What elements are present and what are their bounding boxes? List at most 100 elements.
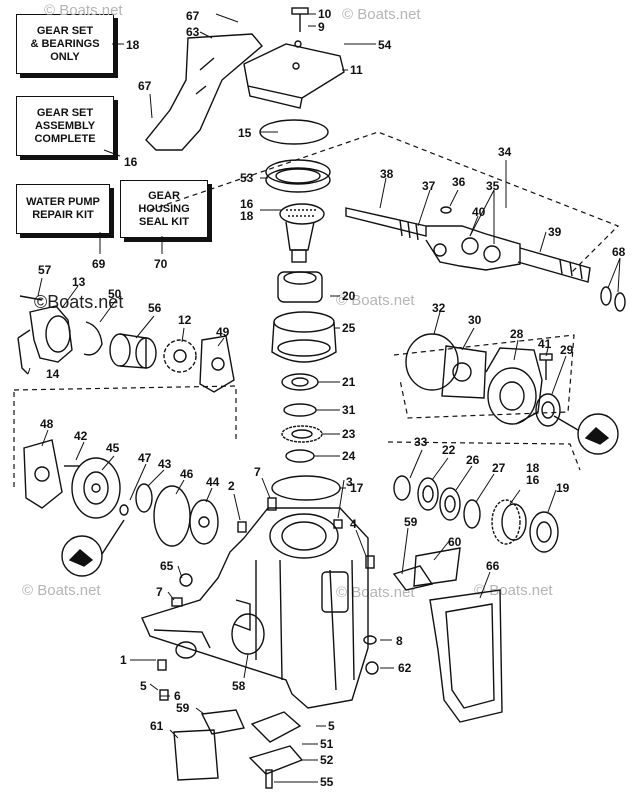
callout-54: 54 xyxy=(378,38,392,52)
washer-27 xyxy=(463,499,481,529)
group-outline xyxy=(13,131,620,490)
callout-38: 38 xyxy=(380,167,394,181)
impeller-cup-56 xyxy=(109,333,157,369)
watermark: © Boats.net xyxy=(22,582,101,599)
callout-17: 17 xyxy=(350,481,364,495)
bearing-19 xyxy=(529,511,559,553)
callout-6: 6 xyxy=(174,689,181,703)
watermark: © Boats.net xyxy=(44,2,123,19)
kit-box-gear-set-assembly[interactable]: GEAR SET ASSEMBLY COMPLETE xyxy=(16,96,114,156)
callout-55: 55 xyxy=(320,775,334,789)
key-14 xyxy=(17,329,31,375)
callout-16b: 16 xyxy=(526,473,540,487)
gasket-66 xyxy=(429,589,503,723)
callout-59: 59 xyxy=(404,515,418,529)
bearing-cup-53 xyxy=(265,159,331,193)
callout-44: 44 xyxy=(206,475,220,489)
watermark: © Boats.net xyxy=(474,582,553,599)
pump-housing-13 xyxy=(29,305,73,363)
callout-37: 37 xyxy=(422,179,436,193)
callout-8: 8 xyxy=(396,634,403,648)
callout-61: 61 xyxy=(150,719,164,733)
pump-body-45 xyxy=(71,457,121,519)
callout-62: 62 xyxy=(398,661,412,675)
propeller-shaft xyxy=(345,206,591,283)
callout-67b: 67 xyxy=(138,79,152,93)
callout-1: 1 xyxy=(120,653,127,667)
pinion-gear-16 xyxy=(279,203,325,263)
pin-7b xyxy=(171,597,183,607)
plate-60 xyxy=(413,547,461,587)
bolt-57 xyxy=(19,295,43,301)
seal-68a xyxy=(600,286,612,306)
plug-6 xyxy=(159,689,169,701)
callout-9: 9 xyxy=(318,20,325,34)
bearing-housing-25 xyxy=(271,311,337,363)
gear-housing-1 xyxy=(141,507,369,709)
callout-49: 49 xyxy=(216,325,230,339)
pin-8 xyxy=(363,635,377,645)
callout-51: 51 xyxy=(320,737,334,751)
callout-4: 4 xyxy=(350,517,357,531)
bearing-22 xyxy=(417,477,439,511)
callout-13: 13 xyxy=(72,275,86,289)
callout-24: 24 xyxy=(342,449,356,463)
kit-box-gear-set-bearings[interactable]: GEAR SET & BEARINGS ONLY xyxy=(16,14,114,74)
callout-33: 33 xyxy=(414,435,428,449)
callout-52: 52 xyxy=(320,753,334,767)
callout-26: 26 xyxy=(466,453,480,467)
bearing-carrier-28 xyxy=(485,347,543,425)
callout-31: 31 xyxy=(342,403,356,417)
plate-30 xyxy=(441,345,487,399)
callout-56: 56 xyxy=(148,301,162,315)
callout-leaders xyxy=(27,13,621,783)
callout-16: 16 xyxy=(240,197,254,211)
callout-39: 39 xyxy=(548,225,562,239)
forward-gear-18 xyxy=(491,499,527,545)
seal-29 xyxy=(535,393,561,427)
nut-65 xyxy=(179,573,193,587)
callout-66: 66 xyxy=(486,559,500,573)
callout-5b: 5 xyxy=(328,719,335,733)
callout-15: 15 xyxy=(238,126,252,140)
plate-44 xyxy=(189,499,219,545)
pin-2 xyxy=(237,521,247,533)
callout-45: 45 xyxy=(106,441,120,455)
pin-7a xyxy=(267,497,277,511)
callout-3: 3 xyxy=(346,475,353,489)
callout-28: 28 xyxy=(510,327,524,341)
o-ring-62 xyxy=(365,661,379,675)
o-ring-32 xyxy=(405,333,459,391)
pin-4 xyxy=(365,555,375,569)
callout-69: 69 xyxy=(92,257,106,271)
callout-34: 34 xyxy=(498,145,512,159)
watermark: © Boats.net xyxy=(336,584,415,601)
seal-68b xyxy=(614,292,626,312)
callout-14: 14 xyxy=(46,367,60,381)
pin-3 xyxy=(333,519,343,529)
callout-21: 21 xyxy=(342,375,356,389)
callout-29: 29 xyxy=(560,343,574,357)
lubricant-icon-right xyxy=(553,413,619,455)
callout-22: 22 xyxy=(442,443,456,457)
kit-box-water-pump[interactable]: WATER PUMP REPAIR KIT xyxy=(16,184,110,234)
callout-35: 35 xyxy=(486,179,500,193)
watermark: © Boats.net xyxy=(336,292,415,309)
callout-20: 20 xyxy=(342,289,356,303)
bearing-20 xyxy=(277,271,323,303)
plate-49 xyxy=(199,335,235,393)
callout-27: 27 xyxy=(492,461,506,475)
callout-16c: 16 xyxy=(124,155,138,169)
callout-10: 10 xyxy=(318,7,332,21)
kit-box-gear-housing-seal[interactable]: GEAR HOUSING SEAL KIT xyxy=(120,180,208,238)
callout-59b: 59 xyxy=(176,701,190,715)
watermark: © Boats.net xyxy=(342,6,421,23)
callout-67: 67 xyxy=(186,9,200,23)
callout-12: 12 xyxy=(178,313,192,327)
callout-25: 25 xyxy=(342,321,356,335)
callout-48: 48 xyxy=(40,417,54,431)
plate-50 xyxy=(83,321,103,356)
callout-23: 23 xyxy=(342,427,356,441)
